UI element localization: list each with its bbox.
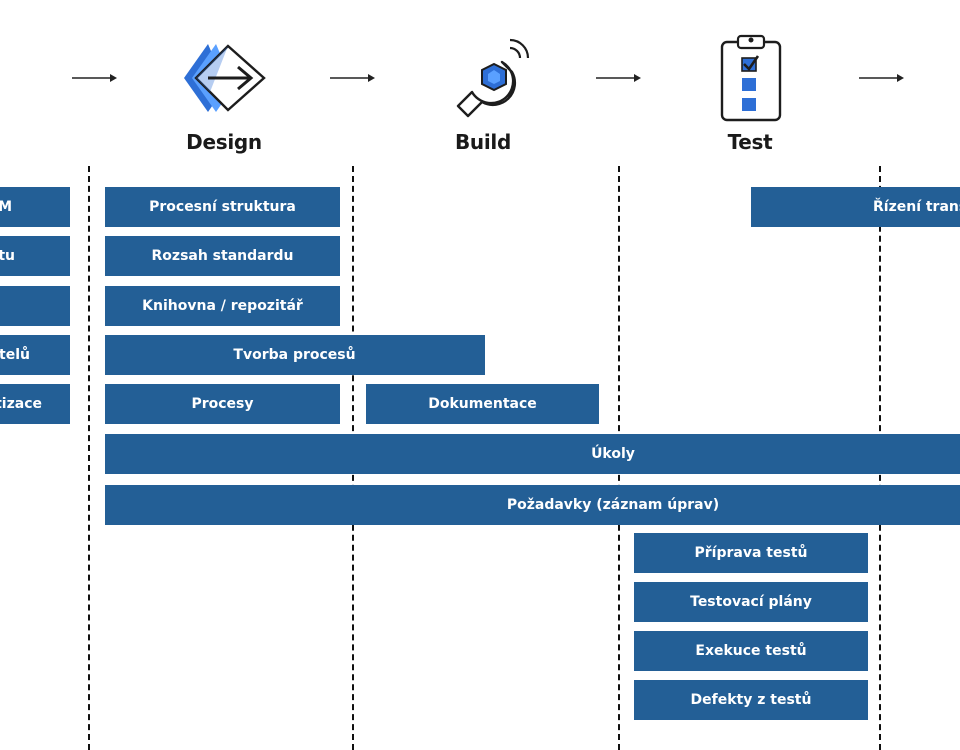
bar-priprava-testu: Příprava testů <box>634 533 868 573</box>
left-bar-2: tu <box>0 236 70 276</box>
bar-pozadavky: Požadavky (záznam úprav) <box>105 485 960 525</box>
bar-knihovna-repozitar: Knihovna / repozitář <box>105 286 340 326</box>
phase-divider <box>88 166 90 750</box>
bar-rozsah-standardu: Rozsah standardu <box>105 236 340 276</box>
bar-rizeni-transportu: Řízení trans <box>751 187 960 227</box>
arrow-icon <box>72 74 117 82</box>
phase-label-design: Design <box>186 130 262 154</box>
clipboard-checklist-icon <box>720 34 782 122</box>
bar-exekuce-testu: Exekuce testů <box>634 631 868 671</box>
design-diamond-arrow-icon <box>184 44 266 112</box>
bar-procesy: Procesy <box>105 384 340 424</box>
left-bar-4: telů <box>0 335 70 375</box>
bar-ukoly: Úkoly <box>105 434 960 474</box>
bar-procesni-struktura: Procesní struktura <box>105 187 340 227</box>
left-bar-3 <box>0 286 70 326</box>
phase-label-build: Build <box>454 130 511 154</box>
bar-tvorba-procesu: Tvorba procesů <box>105 335 485 375</box>
bar-testovaci-plany: Testovací plány <box>634 582 868 622</box>
phase-label-test: Test <box>727 130 773 154</box>
bar-defekty-z-testu: Defekty z testů <box>634 680 868 720</box>
arrow-icon <box>596 74 641 82</box>
wrench-hex-icon <box>456 38 530 118</box>
left-bar-1: M <box>0 187 70 227</box>
bar-dokumentace: Dokumentace <box>366 384 599 424</box>
arrow-icon <box>330 74 375 82</box>
left-bar-5: tizace <box>0 384 70 424</box>
arrow-icon <box>859 74 904 82</box>
